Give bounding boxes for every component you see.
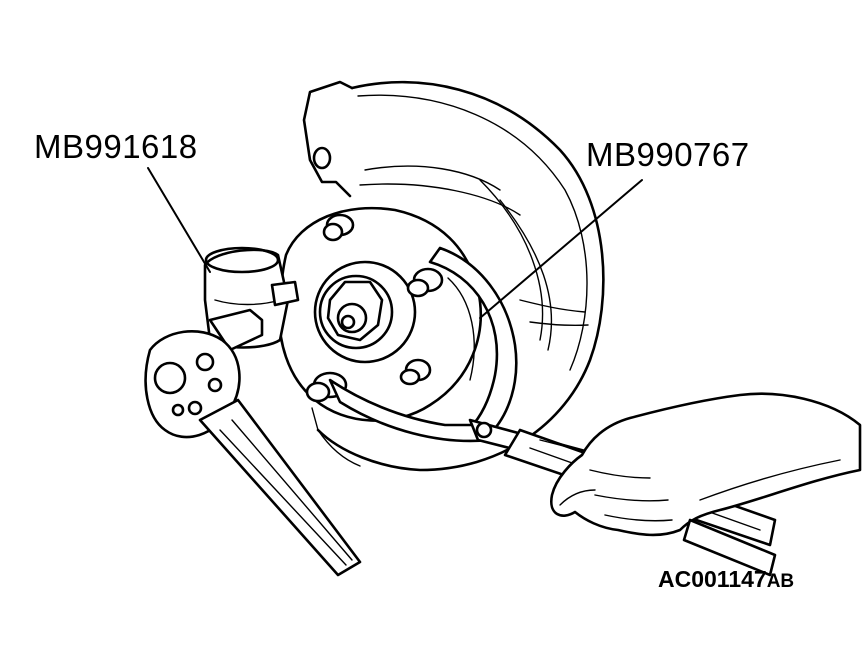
stud-top — [322, 213, 355, 242]
stud-right-bottom — [399, 358, 432, 386]
figure-code: AC001147AB — [658, 566, 794, 593]
figure-code-suffix: AB — [766, 571, 795, 592]
leader-lines — [147, 167, 643, 319]
brake-disc — [302, 80, 605, 472]
hand — [550, 392, 862, 537]
stud-right-top — [406, 267, 444, 298]
callout-label-mb990767: MB990767 — [586, 136, 750, 173]
callout-label-mb991618: MB991618 — [34, 128, 198, 165]
leader-line-left — [147, 167, 211, 273]
figure-code-main: AC001147 — [658, 566, 767, 592]
leader-line-right — [479, 179, 643, 319]
ratchet-handle — [144, 308, 362, 577]
holder-handle-end — [682, 518, 777, 577]
